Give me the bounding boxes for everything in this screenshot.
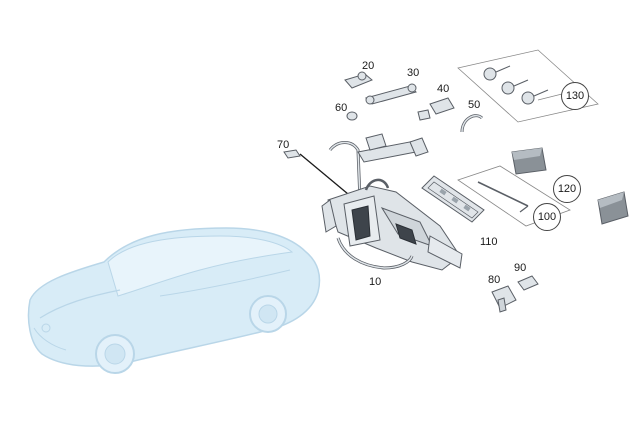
- part-100-panel: [457, 165, 571, 227]
- callout-90: 90: [514, 262, 527, 274]
- callout-60: 60: [335, 102, 348, 114]
- callout-70: 70: [277, 139, 290, 151]
- part-60-knob: [346, 111, 358, 121]
- part-50-strap: [460, 114, 484, 133]
- part-80-latch: [491, 285, 517, 313]
- callout-10: 10: [369, 276, 382, 288]
- callout-110: 110: [480, 236, 498, 248]
- callout-100: 100: [533, 203, 561, 231]
- callout-40: 40: [437, 83, 450, 95]
- part-10-bike-carrier: [321, 133, 463, 271]
- part-90-latch: [517, 275, 539, 291]
- part-30-arm: [365, 83, 417, 105]
- part-110-plate: [421, 175, 485, 223]
- callout-130: 130: [561, 82, 589, 110]
- callout-80: 80: [488, 274, 501, 286]
- part-40-holder: [417, 97, 455, 121]
- vehicle-illustration: [27, 227, 321, 374]
- part-120-reflector-upper: [511, 147, 547, 175]
- part-20-bracket: [344, 71, 373, 89]
- callout-50: 50: [468, 99, 481, 111]
- part-120-reflector-lower: [597, 191, 629, 225]
- part-130-panel: [457, 49, 599, 123]
- callout-120: 120: [553, 175, 581, 203]
- callout-30: 30: [407, 67, 420, 79]
- callout-20: 20: [362, 60, 375, 72]
